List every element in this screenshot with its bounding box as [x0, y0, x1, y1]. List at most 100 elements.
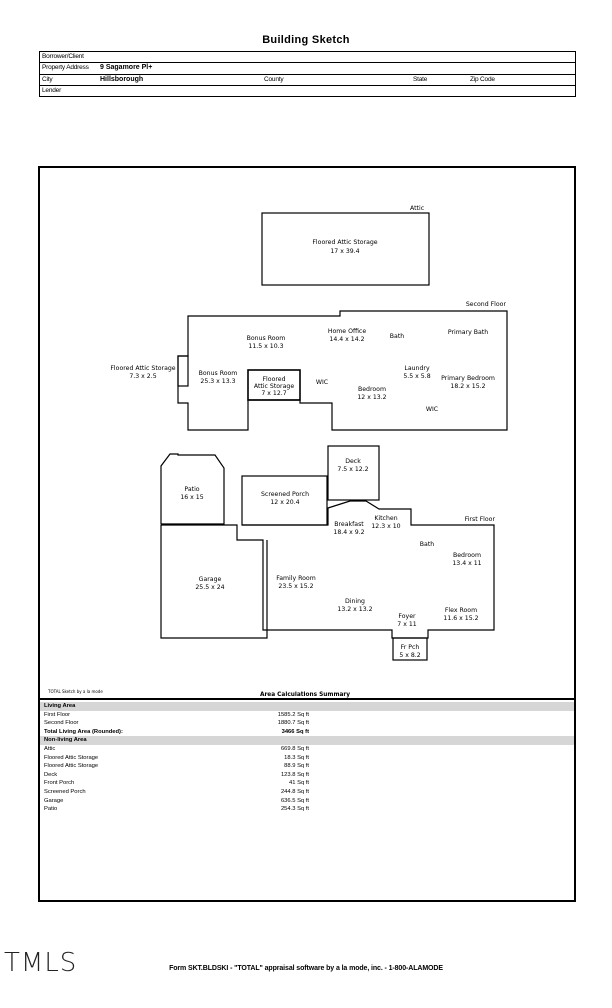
calc-row-front-porch: Front Porch 41 Sq ft [40, 779, 574, 788]
calc-name: Attic [44, 745, 56, 752]
deck [327, 445, 380, 501]
calc-row-garage: Garage 636.5 Sq ft [40, 797, 574, 806]
kitchen-dim: 12.3 x 10 [371, 523, 400, 530]
calc-name: Garage [44, 797, 64, 804]
floored-attic-storage-top: Floored Attic Storage [312, 239, 377, 246]
home-office: Home Office [328, 328, 366, 335]
calc-row-deck: Deck 123.8 Sq ft [40, 771, 574, 780]
flex-room: Flex Room [445, 607, 477, 614]
left-attic-storage [177, 355, 189, 387]
foyer: Foyer [398, 613, 416, 620]
floored-attic-storage-left: Floored Attic Storage [110, 365, 175, 372]
calc-value: 3466 Sq ft [281, 728, 309, 735]
calc-name: Front Porch [44, 780, 75, 787]
home-office-dim: 14.4 x 14.2 [329, 336, 364, 343]
bonus-room-1: Bonus Room [247, 335, 286, 342]
wic-2: WIC [426, 406, 438, 413]
screened-porch-dim: 12 x 20.4 [270, 499, 299, 506]
calc-row-floored-attic-1: Floored Attic Storage 18.3 Sq ft [40, 754, 574, 763]
floored-attic-storage-mid-1: Floored [263, 376, 286, 383]
floor-plan-sketch: Attic Floored Attic Storage 17 x 39.4 Se… [47, 205, 508, 698]
calc-value: 636.5 Sq ft [280, 797, 309, 804]
living-area-header: Living Area [40, 702, 574, 711]
flex-room-dim: 11.6 x 15.2 [443, 615, 478, 622]
bonus-room-2: Bonus Room [199, 370, 238, 377]
nonliving-area-label: Non-living Area [44, 737, 87, 744]
calc-value: 254.3 Sq ft [280, 806, 309, 813]
screened-porch: Screened Porch [261, 491, 309, 498]
calc-row-screened-porch: Screened Porch 244.8 Sq ft [40, 788, 574, 797]
sketch-credit: TOTAL Sketch by a la mode [47, 689, 103, 694]
area-calculations: Living Area First Floor 1585.2 Sq ft Sec… [40, 698, 574, 814]
primary-bedroom: Primary Bedroom [441, 375, 495, 382]
family-room-dim: 23.5 x 15.2 [278, 583, 313, 590]
family-room: Family Room [276, 575, 316, 582]
laundry-dim: 5.5 x 5.8 [403, 373, 430, 380]
breakfast: Breakfast [334, 521, 364, 528]
attic-label: Attic [410, 205, 425, 212]
calc-row-second-floor: Second Floor 1880.7 Sq ft [40, 719, 574, 728]
deck-dim: 7.5 x 12.2 [337, 466, 368, 473]
city-row: City Hillsborough County State Zip Code [40, 75, 575, 86]
calc-value: 244.8 Sq ft [280, 788, 309, 795]
patio: Patio [184, 486, 199, 493]
page-title: Building Sketch [262, 34, 350, 46]
front-porch [392, 637, 428, 661]
mid-attic-storage [247, 369, 301, 401]
calc-name: Patio [44, 806, 58, 813]
dining-dim: 13.2 x 13.2 [337, 606, 372, 613]
calc-name: Floored Attic Storage [44, 763, 99, 770]
laundry: Laundry [404, 365, 430, 372]
calc-value: 669.8 Sq ft [280, 745, 309, 752]
calc-row-first-floor: First Floor 1585.2 Sq ft [40, 711, 574, 720]
lender-row: Lender [40, 86, 575, 97]
address-label: Property Address [42, 64, 89, 71]
foyer-dim: 7 x 11 [397, 621, 416, 628]
calc-row-attic: Attic 669.8 Sq ft [40, 745, 574, 754]
bedroom-second-floor: Bedroom [358, 386, 386, 393]
floored-attic-storage-mid-dim: 7 x 12.7 [261, 390, 286, 397]
second-floor-label: Second Floor [466, 301, 507, 308]
first-floor-label: First Floor [465, 516, 496, 523]
bedroom-first-floor-dim: 13.4 x 11 [452, 560, 481, 567]
calc-name: Screened Porch [44, 788, 86, 795]
calc-name: Floored Attic Storage [44, 754, 99, 761]
primary-bedroom-dim: 18.2 x 15.2 [450, 383, 485, 390]
first-floor-outline [161, 500, 495, 639]
attic-outline [261, 212, 430, 286]
address-value: 9 Sagamore Pl+ [100, 64, 153, 71]
county-label: County [264, 76, 284, 83]
calc-name: First Floor [44, 711, 71, 718]
calc-row-floored-attic-2: Floored Attic Storage 88.9 Sq ft [40, 762, 574, 771]
summary-title: Area Calculations Summary [260, 692, 350, 698]
calc-name: Second Floor [44, 720, 79, 727]
property-info-header: Borrower/Client Property Address 9 Sagam… [39, 51, 576, 97]
garage-dim: 25.5 x 24 [195, 584, 224, 591]
dining: Dining [345, 598, 365, 605]
bath-first-floor: Bath [420, 541, 434, 548]
bonus-room-2-dim: 25.3 x 13.3 [200, 378, 235, 385]
tmls-logo: TMLS [4, 948, 78, 978]
calc-value: 88.9 Sq ft [284, 763, 309, 770]
sketch-frame [38, 166, 576, 902]
borrower-label: Borrower/Client [42, 53, 84, 60]
calc-value: 123.8 Sq ft [280, 771, 309, 778]
calc-value: 41 Sq ft [289, 780, 309, 787]
front-porch-dim: 5 x 8.2 [399, 652, 420, 659]
bedroom-first-floor: Bedroom [453, 552, 481, 559]
calc-value: 18.3 Sq ft [284, 754, 309, 761]
patio-dim: 16 x 15 [180, 494, 203, 501]
bedroom-second-floor-dim: 12 x 13.2 [357, 394, 386, 401]
calc-value: 1585.2 Sq ft [277, 711, 309, 718]
front-porch: Fr Pch [401, 644, 420, 651]
primary-bath: Primary Bath [448, 329, 488, 336]
calc-name: Total Living Area (Rounded): [44, 728, 123, 735]
form-footer: Form SKT.BLDSKI - "TOTAL" appraisal soft… [169, 965, 443, 972]
zip-label: Zip Code [470, 76, 495, 83]
breakfast-dim: 18.4 x 9.2 [333, 529, 364, 536]
calc-name: Deck [44, 771, 58, 778]
garage: Garage [199, 576, 222, 583]
nonliving-area-header: Non-living Area [40, 736, 574, 745]
floored-attic-storage-top-dim: 17 x 39.4 [330, 248, 359, 255]
wic-1: WIC [316, 379, 328, 386]
